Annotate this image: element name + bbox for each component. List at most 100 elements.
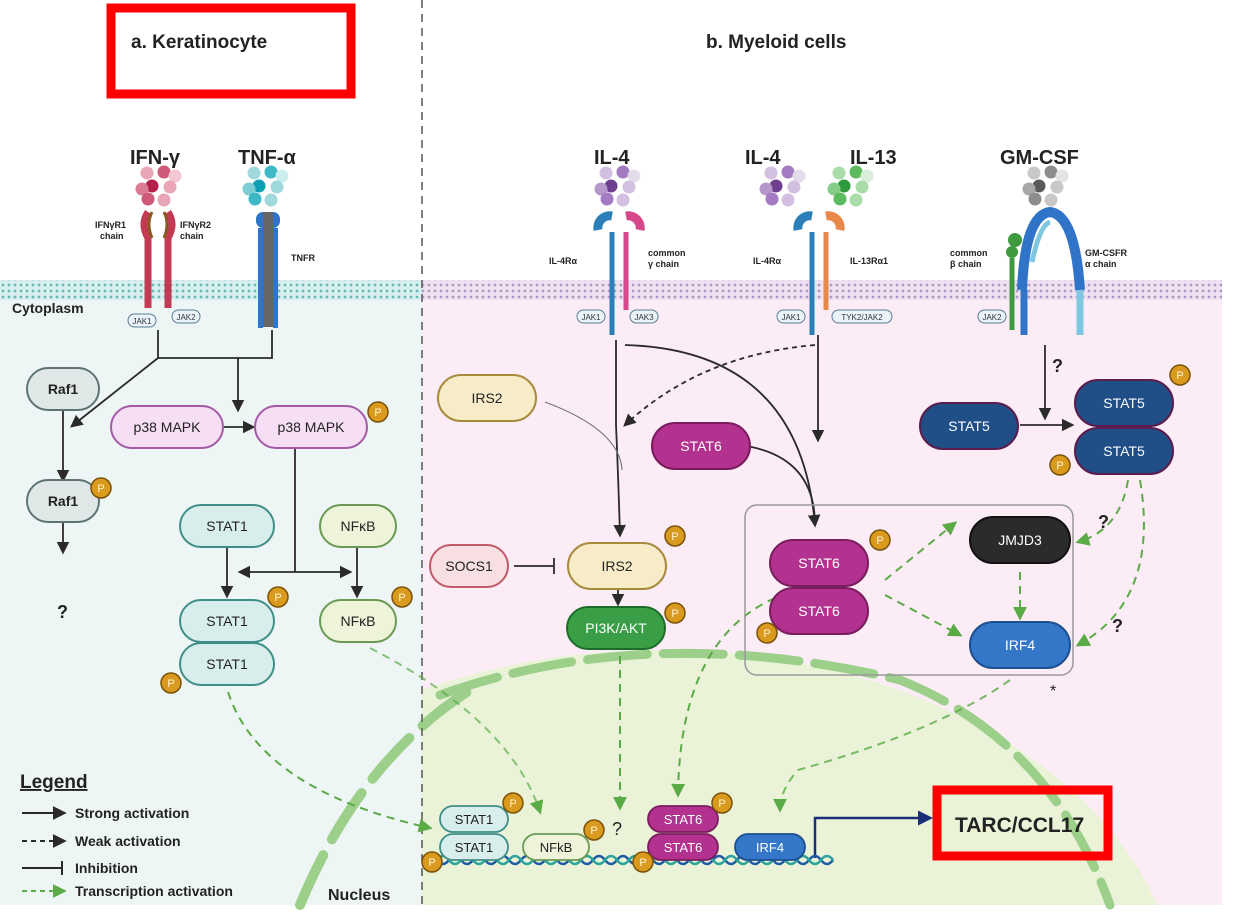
cytokine-particle	[622, 180, 636, 194]
svg-text:P: P	[398, 592, 405, 604]
phospho-badge: P	[664, 525, 686, 547]
cytokine-gmcsf-label: GM-CSF	[1000, 147, 1079, 169]
edge-junction-to-raf1p	[70, 357, 159, 428]
svg-text:P: P	[97, 483, 104, 495]
nucleus-label: Nucleus	[328, 887, 390, 904]
node-stat6: STAT6	[651, 422, 751, 470]
legend-item-inhibition: Inhibition	[75, 860, 138, 876]
transcription-edges	[227, 479, 1145, 833]
tnfa-particles	[242, 165, 289, 207]
node-pi3k-akt-label: PI3K/AKT	[585, 620, 647, 636]
node-jmjd3: JMJD3	[969, 516, 1071, 564]
kinase-label: JAK1	[132, 317, 152, 326]
node-p38: p38 MAPK	[110, 405, 224, 449]
tx-stat5-to-irf4	[1075, 479, 1145, 647]
il13-particles	[827, 165, 874, 207]
svg-text:P: P	[1056, 460, 1063, 472]
node-nfkb-label: NFκB	[341, 518, 376, 534]
cytokine-particle	[792, 169, 806, 183]
stat6-complex-box	[744, 504, 1074, 676]
nuclear-envelope	[435, 648, 1115, 910]
node-stat6-label: STAT6	[680, 438, 722, 454]
kinase-label: TYK2/JAK2	[841, 313, 883, 322]
cytokine-particle	[765, 192, 779, 206]
node-stat6-dimer-top-label: STAT6	[798, 555, 840, 571]
svg-text:P: P	[509, 798, 516, 810]
node-jmjd3-label: JMJD3	[998, 532, 1042, 548]
unknown-mark-irf4: ?	[1112, 616, 1123, 636]
svg-text:P: P	[590, 825, 597, 837]
svg-text:P: P	[671, 608, 678, 620]
node-irf4-label: IRF4	[1005, 637, 1036, 653]
cytokine-particle	[248, 192, 262, 206]
phospho-badge: P	[367, 401, 389, 423]
tx-irf4-to-nucleus	[773, 679, 1011, 813]
nuclear-irf4: IRF4	[734, 833, 806, 861]
highlight-box-keratinocyte	[106, 3, 356, 99]
phospho-badge: P	[1049, 454, 1071, 476]
phospho-badge: P	[632, 851, 654, 873]
unknown-mark-jmjd3: ?	[1098, 512, 1109, 532]
node-irf4: IRF4	[969, 621, 1071, 669]
target-gene-label: TARC/CCL17	[955, 814, 1084, 837]
cytokine-particle	[616, 193, 630, 207]
il4-right-particles	[759, 165, 806, 207]
cytokine-particle	[145, 179, 159, 193]
node-stat1-dimer-top-label: STAT1	[206, 613, 248, 629]
nuclear-stat6-bottom-label: STAT6	[664, 840, 703, 855]
phospho-badge: P	[267, 586, 289, 608]
svg-text:P: P	[639, 857, 646, 869]
panel-b-title: b. Myeloid cells	[706, 32, 846, 53]
cytokine-particle	[157, 165, 171, 179]
kinase-jak2-a: JAK2	[171, 309, 201, 324]
cytokine-particle	[600, 192, 614, 206]
svg-text:P: P	[1176, 370, 1183, 382]
legend-item-strong: Strong activation	[75, 805, 189, 821]
cytokine-particle	[594, 182, 608, 196]
node-raf1: Raf1	[26, 367, 100, 411]
cytokine-particle	[157, 193, 171, 207]
cytokine-ifng-label: IFN-γ	[130, 147, 181, 169]
cytokine-particle	[759, 182, 773, 196]
cytokine-particle	[163, 180, 177, 194]
legend: Legend Strong activation Weak activation…	[20, 772, 233, 899]
node-stat6-dimer-bottom-label: STAT6	[798, 603, 840, 619]
edge-irs2-to-merge	[544, 401, 623, 471]
cytokine-particle	[604, 179, 618, 193]
cytokine-particle	[1044, 165, 1058, 179]
receptor-il4ra-1-label: IL-4Rα	[549, 256, 578, 266]
svg-text:P: P	[428, 857, 435, 869]
kinase-tyk2-jak2: TYK2/JAK2	[831, 309, 893, 324]
node-irs2-label: IRS2	[471, 390, 502, 406]
tx-stat6-to-irf4	[884, 594, 963, 637]
cytokine-tnfa-label: TNF-α	[238, 147, 297, 169]
nuclear-stat6-top-label: STAT6	[664, 812, 703, 827]
phospho-badge: P	[160, 672, 182, 694]
node-socs1-label: SOCS1	[445, 558, 493, 574]
node-irs2: IRS2	[437, 374, 537, 422]
unknown-mark-nucleus: ?	[612, 819, 622, 839]
edge-il13-weak-to-irs2	[623, 344, 816, 427]
cytokine-particle	[832, 166, 846, 180]
svg-text:P: P	[671, 531, 678, 543]
phospho-badge: P	[391, 586, 413, 608]
cytokine-particle	[1027, 166, 1041, 180]
cytokine-clusters	[135, 165, 1069, 207]
edge-stat6-to-dimer	[739, 444, 816, 526]
edge-irf4-to-tarc	[813, 810, 933, 858]
legend-item-transcription: Transcription activation	[75, 883, 233, 899]
kinase-jak1-c: JAK1	[776, 309, 806, 324]
nuclear-stat1-bottom-label: STAT1	[455, 840, 494, 855]
cytokine-particle	[787, 180, 801, 194]
edge-ifng-to-junction	[157, 330, 273, 359]
cytokine-particle	[855, 180, 869, 194]
